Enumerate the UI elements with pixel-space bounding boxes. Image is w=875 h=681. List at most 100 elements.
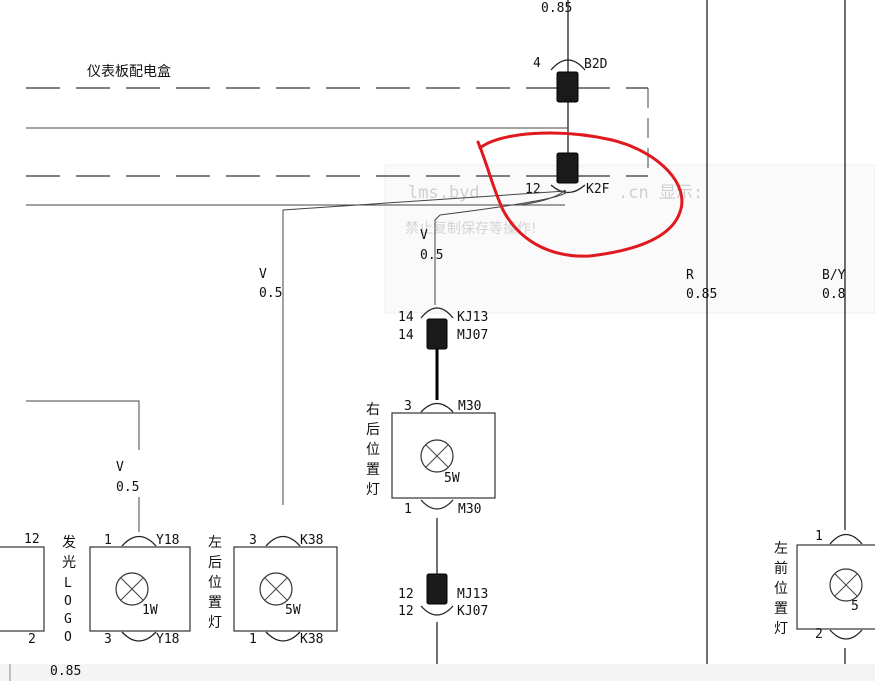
wire-v-left-color: V — [259, 267, 267, 282]
wire-r-color: R — [686, 268, 694, 283]
connector-mj13-code: MJ13 — [457, 587, 488, 602]
lamp-left-front: 1 2 5 左 前 位 置 灯 — [774, 529, 875, 642]
lamp-logo-bottom-arc — [121, 631, 157, 642]
connector-k2f-code: K2F — [586, 182, 610, 197]
connector-kj07-code: KJ07 — [457, 604, 488, 619]
wire-v-logo-size: 0.5 — [116, 480, 139, 495]
lamp-right-rear-label-4: 灯 — [366, 482, 380, 498]
wire-left-rear-feed — [282, 190, 567, 505]
connector-kj13-pin: 14 — [398, 310, 414, 325]
wire-v-center-color: V — [420, 228, 428, 243]
lamp-left-rear-bottom-arc — [265, 631, 301, 642]
lamp-left-front-label-3: 置 — [774, 601, 788, 617]
lamp-left-front-bottom-arc — [829, 629, 863, 640]
connector-mj07-pin: 14 — [398, 328, 414, 343]
lamp-logo-label-2: L — [64, 576, 72, 591]
lamp-left-front-label-1: 前 — [774, 560, 788, 577]
wire-v-left-size: 0.5 — [259, 286, 282, 301]
lamp-edge-partial: 12 2 — [0, 532, 45, 647]
lamp-left-rear-bulb-x2 — [264, 577, 288, 601]
watermark: lms.byd .cn 显示: 禁止复制保存等操作! — [384, 164, 875, 314]
lamp-left-rear-label-1: 后 — [208, 555, 222, 571]
lamp-left-rear-power: 5W — [285, 603, 301, 618]
bottom-wire-spec: 0.85 — [50, 664, 81, 679]
connector-b2d-arc — [550, 59, 586, 71]
lamp-right-rear-code-bottom: M30 — [458, 502, 481, 517]
connector-b2d-pin: 4 — [533, 56, 541, 71]
connector-kj13-arc — [420, 307, 454, 319]
connector-b2d-block — [556, 71, 579, 103]
lamp-right-rear-bottom-arc — [420, 499, 454, 510]
lamp-right-rear-pin-bottom: 1 — [404, 502, 412, 517]
connector-k2f-arc — [550, 184, 586, 194]
lamp-right-rear-bulb-x2 — [425, 444, 449, 468]
connector-kj13-mj07: 14 KJ13 14 MJ07 — [398, 307, 488, 350]
lamp-left-rear-pin-bottom: 1 — [249, 632, 257, 647]
lamp-left-front-bulb-x2 — [834, 573, 858, 597]
wire-v-center-size: 0.5 — [420, 248, 443, 263]
lamp-edge-box — [0, 546, 45, 632]
lamp-right-rear-label-1: 后 — [366, 422, 380, 438]
lamp-logo-power: 1W — [142, 603, 158, 618]
lamp-logo-label-5: O — [64, 630, 72, 645]
connector-kj13-block — [426, 318, 448, 350]
lamp-left-rear-code-top: K38 — [300, 533, 323, 548]
lamp-right-rear-code-top: M30 — [458, 399, 481, 414]
lamp-logo-label-1: 光 — [62, 555, 76, 571]
watermark-line1b: .cn 显示: — [618, 183, 703, 203]
lamp-right-rear-label-0: 右 — [366, 402, 380, 418]
distribution-box: 仪表板配电盒 — [26, 63, 649, 177]
top-wire-spec: 0.85 — [541, 1, 572, 16]
connector-mj13-kj07: 12 MJ13 12 KJ07 — [398, 573, 488, 619]
lamp-left-rear-label-3: 置 — [208, 595, 222, 611]
red-highlight-circle — [476, 131, 684, 258]
connector-kj13-code: KJ13 — [457, 310, 488, 325]
watermark-line2: 禁止复制保存等操作! — [405, 220, 537, 237]
connector-b2d-code: B2D — [584, 57, 608, 72]
lamp-logo-code-bottom: Y18 — [156, 632, 179, 647]
lamp-left-rear-label-0: 左 — [208, 535, 222, 551]
wire-logo-feed-top — [26, 400, 140, 450]
lamp-left-rear-top-arc — [265, 535, 301, 547]
wire-by-color: B/Y — [822, 268, 846, 283]
wire-right-rear-feed — [434, 191, 568, 305]
lamp-logo: 1 Y18 1W 3 Y18 发 光 L O G O — [62, 533, 191, 647]
lamp-left-front-pin-top: 1 — [815, 529, 823, 544]
connector-mj07-code: MJ07 — [457, 328, 488, 343]
connector-mj13-pin: 12 — [398, 587, 414, 602]
lamp-logo-top-arc — [121, 535, 157, 547]
watermark-line1: lms.byd — [408, 183, 480, 203]
lamp-right-rear: 3 M30 5W 1 M30 右 后 位 置 灯 — [366, 399, 496, 517]
wire-by-size: 0.8 — [822, 287, 845, 302]
lamp-logo-bulb-x2 — [120, 577, 144, 601]
lamp-left-rear-label-4: 灯 — [208, 615, 222, 631]
connector-kj07-pin: 12 — [398, 604, 414, 619]
wire-r-size: 0.85 — [686, 287, 717, 302]
watermark-panel — [384, 164, 875, 314]
lamp-logo-label-3: O — [64, 594, 72, 609]
wire-v-logo-color: V — [116, 460, 124, 475]
lamp-right-rear-top-arc — [420, 402, 454, 413]
box-label: 仪表板配电盒 — [87, 63, 171, 80]
lamp-logo-pin-bottom: 3 — [104, 632, 112, 647]
lamp-logo-pin-top: 1 — [104, 533, 112, 548]
lamp-left-rear-pin-top: 3 — [249, 533, 257, 548]
lamp-left-front-pin-bottom: 2 — [815, 627, 823, 642]
lamp-left-front-label-0: 左 — [774, 541, 788, 557]
lamp-right-rear-label-2: 位 — [366, 442, 380, 458]
lamp-right-rear-power: 5W — [444, 471, 460, 486]
lamp-left-front-top-arc — [829, 533, 863, 545]
connector-k2f: 12 K2F — [525, 152, 610, 197]
connector-k2f-pin: 12 — [525, 182, 541, 197]
lamp-right-rear-pin-top: 3 — [404, 399, 412, 414]
lamp-left-rear: 3 K38 5W 1 K38 左 后 位 置 灯 — [208, 533, 338, 647]
connector-mj13-block — [426, 573, 448, 605]
lamp-logo-label-0: 发 — [62, 535, 76, 551]
bottom-strip — [0, 664, 875, 681]
connector-mj13-arc — [420, 605, 454, 616]
lamp-left-rear-label-2: 位 — [208, 575, 222, 591]
lamp-right-rear-label-3: 置 — [366, 462, 380, 478]
lamp-edge-pin-bottom: 2 — [28, 632, 36, 647]
